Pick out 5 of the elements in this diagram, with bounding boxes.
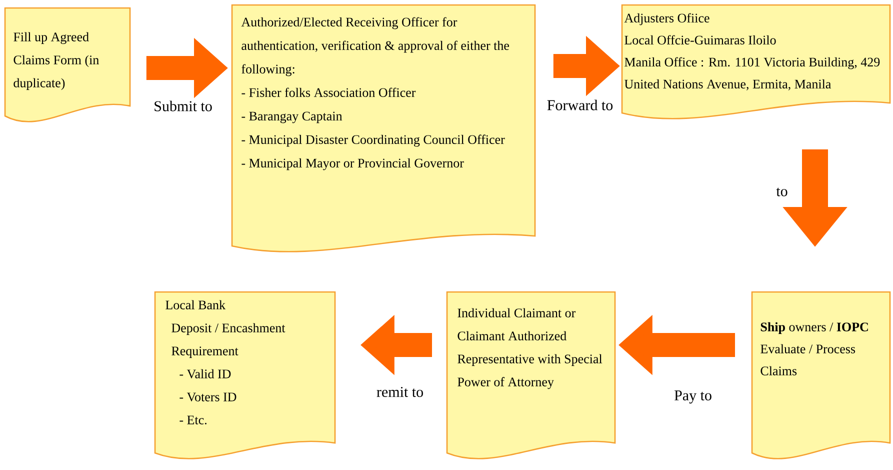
edge-label: remit to	[375, 386, 425, 398]
edge-label: to	[775, 186, 789, 198]
edge-label: Submit to	[152, 100, 214, 112]
edge-label: Forward to	[546, 98, 614, 112]
edge-label: Pay to	[673, 389, 713, 405]
